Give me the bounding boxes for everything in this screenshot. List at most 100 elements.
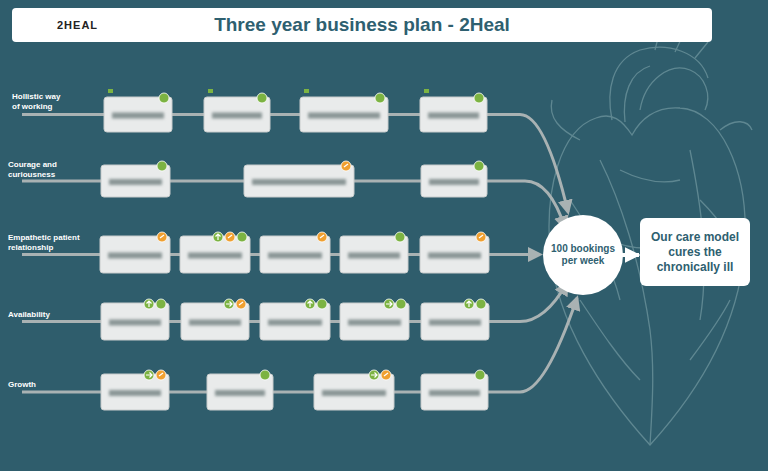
milestone-box	[244, 161, 354, 197]
status-glyph	[147, 301, 152, 307]
status-glyph	[226, 302, 232, 307]
milestone-box	[181, 299, 249, 340]
status-icon	[236, 299, 246, 309]
status-icon	[474, 93, 484, 103]
status-icon	[305, 299, 315, 309]
milestone-box	[204, 89, 270, 132]
status-icon	[375, 93, 385, 103]
milestone-box	[104, 89, 172, 132]
status-icon	[144, 299, 154, 309]
row-label: Growth	[8, 380, 78, 390]
status-glyph	[159, 373, 163, 376]
row-label: Empathetic patient relationship	[8, 233, 90, 253]
flag-mark	[108, 89, 113, 93]
blurred-text	[348, 320, 401, 326]
blurred-text	[429, 320, 481, 326]
status-icon	[317, 232, 327, 242]
status-icon	[396, 299, 406, 309]
connector-arrow	[621, 253, 639, 257]
blurred-text	[429, 179, 479, 185]
status-icon	[395, 232, 405, 242]
status-icon	[317, 299, 327, 309]
status-icon	[369, 370, 379, 380]
status-icon	[464, 299, 474, 309]
blurred-text	[112, 113, 164, 119]
box-shape	[300, 97, 388, 132]
status-icon	[341, 161, 351, 171]
vision-box: Our care model cures the chronically ill	[640, 218, 750, 286]
node-text: 100 bookings per week	[543, 243, 623, 267]
row-label: Courage and curiousness	[8, 160, 68, 180]
blurred-text	[109, 320, 161, 326]
milestone-box	[260, 299, 330, 340]
logo-text: 2HEAL	[57, 19, 137, 31]
row-lines	[22, 115, 577, 393]
milestone-box	[260, 232, 330, 273]
blurred-text	[429, 390, 480, 396]
goal-circle: 100 bookings per week	[543, 215, 623, 295]
milestone-boxes	[100, 89, 489, 410]
blurred-text	[348, 253, 400, 259]
status-icon	[225, 232, 235, 242]
milestone-box	[101, 370, 169, 410]
flag-mark	[304, 89, 309, 93]
status-icon	[159, 93, 169, 103]
milestone-box	[340, 299, 409, 340]
status-icon	[144, 370, 154, 380]
milestone-box	[340, 232, 408, 273]
status-glyph	[371, 373, 377, 378]
node-text: Our care model cures the chronically ill	[648, 230, 742, 275]
milestone-box	[421, 370, 488, 410]
blurred-text	[268, 253, 322, 259]
status-icon	[257, 93, 267, 103]
milestone-box	[314, 370, 394, 410]
milestone-box	[420, 89, 487, 132]
blurred-text	[109, 390, 161, 396]
blurred-text	[109, 179, 162, 185]
milestone-box	[420, 232, 489, 273]
title-bar: Three year business plan - 2Heal	[12, 8, 712, 42]
status-icon	[381, 370, 391, 380]
flag-mark	[424, 89, 429, 93]
status-glyph	[160, 235, 164, 238]
blurred-text	[108, 253, 162, 259]
status-glyph	[308, 301, 313, 307]
status-icon	[474, 161, 484, 171]
blurred-text	[268, 320, 322, 326]
blurred-text	[252, 179, 346, 185]
status-glyph	[320, 235, 324, 238]
blurred-text	[189, 320, 241, 326]
milestone-box	[100, 232, 170, 273]
box-shape	[314, 374, 394, 410]
status-glyph	[344, 164, 348, 167]
blurred-text	[322, 390, 386, 396]
box-shape	[244, 165, 354, 197]
row-label: Availability	[8, 310, 78, 320]
status-glyph	[386, 302, 392, 307]
flag-mark	[208, 89, 213, 93]
status-icon	[476, 232, 486, 242]
status-icon	[475, 370, 485, 380]
milestone-box	[180, 232, 250, 273]
status-glyph	[384, 373, 388, 376]
milestone-box	[207, 370, 273, 410]
status-icon	[260, 370, 270, 380]
status-icon	[157, 232, 167, 242]
status-glyph	[146, 373, 152, 378]
page-title: Three year business plan - 2Heal	[12, 8, 712, 42]
status-icon	[157, 161, 167, 171]
status-icon	[213, 232, 223, 242]
blurred-text	[212, 113, 262, 119]
milestone-box	[300, 89, 388, 132]
blurred-text	[428, 253, 481, 259]
status-glyph	[479, 235, 483, 238]
milestone-box	[421, 299, 489, 340]
milestone-box	[421, 161, 487, 197]
blurred-text	[188, 253, 242, 259]
status-icon	[224, 299, 234, 309]
status-glyph	[216, 234, 221, 240]
blurred-text	[215, 390, 265, 396]
status-icon	[237, 232, 247, 242]
blurred-text	[308, 113, 380, 119]
